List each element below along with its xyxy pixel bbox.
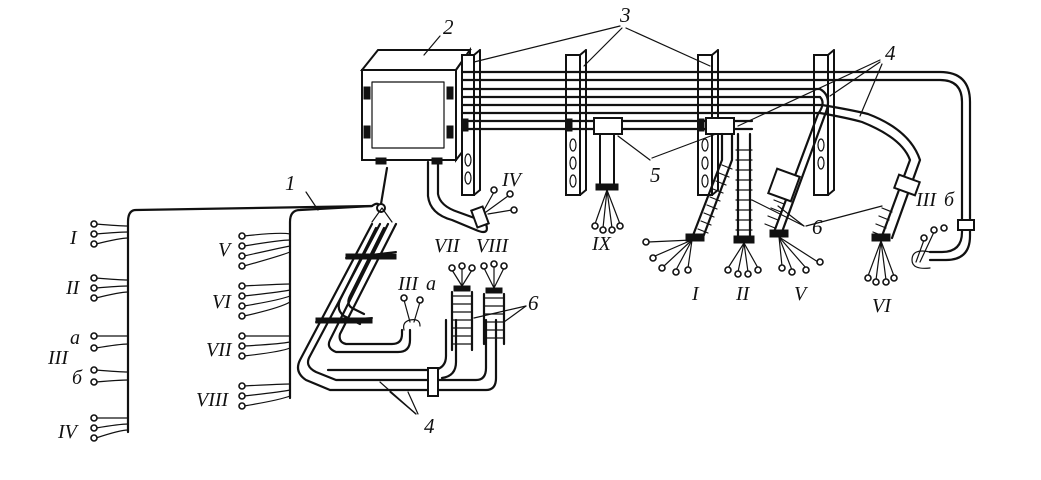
bundle-label-IIIb-let: б bbox=[944, 189, 955, 211]
group-label-II: II bbox=[65, 277, 81, 299]
branch-II bbox=[724, 132, 762, 278]
branch-VIII bbox=[480, 260, 508, 346]
bundle-label-V: V bbox=[794, 283, 809, 305]
bundle-label-IV-top: IV bbox=[501, 169, 524, 191]
group-label-b: б bbox=[72, 367, 83, 389]
group-label-VI: VI bbox=[212, 291, 232, 313]
bundle-label-II: II bbox=[735, 283, 751, 305]
label-3: 3 bbox=[619, 3, 631, 27]
group-label-III: III bbox=[47, 347, 69, 369]
branch-I bbox=[642, 132, 734, 276]
label-5: 5 bbox=[650, 163, 661, 187]
bundle-label-VIII: VIII bbox=[476, 235, 510, 257]
left-branches bbox=[90, 220, 129, 442]
lower-pipes bbox=[296, 207, 498, 397]
branch-IV-top bbox=[426, 160, 518, 234]
junction-box bbox=[359, 46, 472, 165]
bundle-label-IX: IX bbox=[591, 233, 612, 255]
end-connector-IIIb bbox=[911, 213, 975, 269]
connector-IIIa bbox=[400, 294, 424, 331]
bundle-label-IIIb-num: III bbox=[915, 189, 937, 211]
branch-VII bbox=[448, 262, 476, 352]
branch-IX bbox=[591, 133, 624, 234]
group-label-V: V bbox=[218, 239, 233, 261]
group-label-a: a bbox=[70, 327, 80, 349]
bundle-label-I: I bbox=[691, 283, 700, 305]
branch-VI bbox=[818, 103, 922, 286]
leader-lines bbox=[305, 25, 883, 415]
bundle-label-IIIa-let: a bbox=[426, 273, 436, 295]
branch-V bbox=[764, 87, 830, 276]
group-label-VII: VII bbox=[206, 339, 233, 361]
group-label-I: I bbox=[69, 227, 78, 249]
bundle-label-IIIa-num: III bbox=[397, 273, 419, 295]
label-2: 2 bbox=[443, 15, 454, 39]
horizontal-pipes bbox=[460, 70, 972, 217]
label-6-right: 6 bbox=[812, 215, 823, 239]
label-4-top: 4 bbox=[885, 41, 896, 65]
label-1: 1 bbox=[285, 171, 296, 195]
group-label-VIII: VIII bbox=[196, 389, 230, 411]
label-4-bottom: 4 bbox=[424, 414, 435, 438]
group-label-IV: IV bbox=[57, 421, 80, 443]
bundle-label-VII: VII bbox=[434, 235, 461, 257]
label-6-lower: 6 bbox=[528, 291, 539, 315]
middle-branches bbox=[238, 232, 291, 410]
bundle-label-VI: VI bbox=[872, 295, 892, 317]
